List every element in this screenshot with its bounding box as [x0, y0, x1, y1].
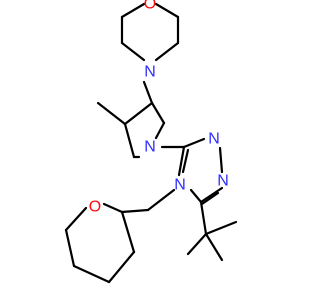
morpholine-ring	[120, 2, 180, 62]
bond	[200, 191, 220, 206]
bond	[96, 101, 127, 126]
bond	[154, 121, 166, 140]
bond	[182, 137, 206, 149]
atom-label-oxane-o: O	[89, 199, 101, 216]
bond	[154, 41, 180, 62]
bond	[72, 264, 111, 284]
atom-label-morpholine-n: N	[144, 64, 156, 81]
atom-label-triazole-n4: N	[174, 177, 186, 194]
nitrogen-label: N	[217, 173, 229, 190]
bond	[204, 232, 224, 262]
oxygen-label: O	[144, 0, 156, 13]
bond	[120, 2, 146, 19]
oxane-ring	[64, 202, 136, 284]
bond	[181, 148, 190, 174]
bond	[64, 206, 88, 232]
nitrogen-label: N	[208, 131, 220, 148]
tert-butyl-group	[186, 200, 238, 262]
nitrogen-label: N	[144, 139, 156, 156]
bond	[120, 208, 150, 214]
bond	[218, 146, 224, 174]
triazole-ring	[177, 137, 224, 206]
bond	[154, 2, 180, 19]
atom-label-triazole-n1: N	[208, 131, 220, 148]
bond	[199, 186, 224, 204]
bond	[107, 250, 136, 284]
nitrogen-label: N	[174, 177, 186, 194]
bond	[177, 145, 186, 177]
bond	[189, 188, 203, 204]
bond	[123, 101, 154, 126]
bond	[102, 202, 124, 214]
atom-label-morpholine-o: O	[144, 0, 156, 13]
nitrogen-label: N	[144, 64, 156, 81]
bond	[150, 101, 166, 125]
bond	[204, 220, 238, 236]
pyrrolidine-ring	[123, 101, 166, 159]
bond	[120, 210, 136, 254]
bond	[146, 188, 176, 212]
atom-label-pyrrolidine-n: N	[144, 139, 156, 156]
bond	[142, 80, 154, 105]
bond	[64, 228, 76, 268]
bond	[199, 200, 208, 236]
atom-label-triazole-n2: N	[217, 173, 229, 190]
oxygen-label: O	[89, 199, 101, 216]
bond	[120, 41, 146, 62]
bond	[123, 122, 136, 159]
molecule-diagram: O N N N N N O	[64, 0, 238, 284]
bond	[186, 232, 208, 256]
structure-drawing: O N N N N N O	[64, 0, 238, 284]
